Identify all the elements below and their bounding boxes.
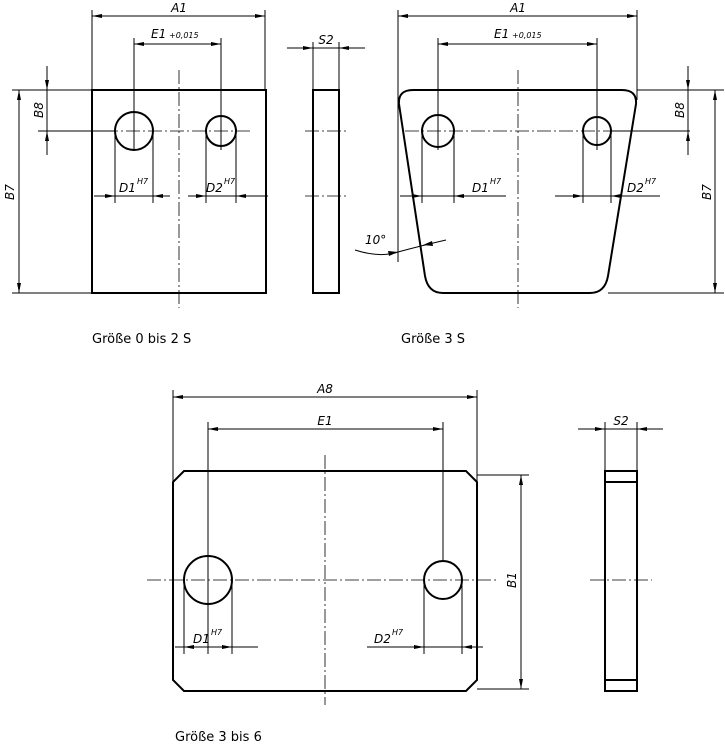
dim-label-b7: B7 xyxy=(700,184,714,200)
caption-size-3-6: Größe 3 bis 6 xyxy=(175,730,262,745)
fit-label: H7 xyxy=(490,177,502,186)
side-outline xyxy=(604,470,638,692)
arrow-head xyxy=(414,645,424,649)
arrow-head xyxy=(173,395,183,399)
fit-label: H7 xyxy=(224,177,236,186)
arrow-head xyxy=(412,194,422,198)
dim-label-d2: D2 xyxy=(206,181,223,195)
arrow-head xyxy=(423,241,433,246)
arrow-head xyxy=(255,14,265,18)
dim-label-angle: 10° xyxy=(365,233,386,247)
arrow-head xyxy=(519,475,523,485)
dim-label-a1: A1 xyxy=(509,1,526,15)
arrow-head xyxy=(713,283,717,293)
arrow-head xyxy=(211,42,221,46)
arrow-head xyxy=(686,80,690,90)
arrow-head xyxy=(184,645,194,649)
arrow-head xyxy=(153,194,163,198)
view-side-small: S2 xyxy=(287,33,365,294)
arrow-head xyxy=(303,46,313,50)
arrow-head xyxy=(17,283,21,293)
caption-size-0-2s: Größe 0 bis 2 S xyxy=(92,332,191,347)
arrow-head xyxy=(713,90,717,100)
view-size-3s: A1 E1 +0,015 B8 B7 D1 xyxy=(354,1,724,347)
fit-label: H7 xyxy=(645,177,657,186)
arrow-head xyxy=(438,42,448,46)
arrow-head xyxy=(637,427,647,431)
arrow-head xyxy=(17,90,21,100)
arrow-head xyxy=(595,427,605,431)
arrow-head xyxy=(45,80,49,90)
arrow-head xyxy=(519,679,523,689)
arrow-head xyxy=(236,194,246,198)
arrow-head xyxy=(467,395,477,399)
arrow-head xyxy=(573,194,583,198)
tolerance-label: +0,015 xyxy=(512,31,542,40)
caption-size-3s: Größe 3 S xyxy=(401,332,465,347)
tolerance-label: +0,015 xyxy=(169,31,199,40)
dim-label-s2: S2 xyxy=(318,33,333,47)
fit-label: H7 xyxy=(137,177,149,186)
dim-label-e1: E1 xyxy=(151,27,166,41)
arrow-head xyxy=(398,14,408,18)
dim-label-b8: B8 xyxy=(673,102,687,118)
dim-label-d1: D1 xyxy=(119,181,136,195)
view-size-0-2s: A1 E1 +0,015 B8 B7 xyxy=(3,1,268,347)
arrow-head xyxy=(196,194,206,198)
arrow-head xyxy=(92,14,102,18)
dim-label-d2: D2 xyxy=(374,632,391,646)
dim-label-d1: D1 xyxy=(472,181,489,195)
dim-label-e1: E1 xyxy=(317,414,332,428)
dim-label-b1: B1 xyxy=(505,572,519,588)
dim-label-d2: D2 xyxy=(627,181,644,195)
arrow-head xyxy=(222,645,232,649)
dim-label-a1: A1 xyxy=(170,1,187,15)
arrow-head xyxy=(45,131,49,141)
view-side-large: S2 xyxy=(578,414,663,692)
dim-label-b8: B8 xyxy=(32,102,46,118)
arrow-head xyxy=(627,14,637,18)
arrow-head xyxy=(462,645,472,649)
fit-label: H7 xyxy=(392,628,404,637)
arrow-head xyxy=(208,427,218,431)
dim-label-d1: D1 xyxy=(193,632,210,646)
arrow-head xyxy=(105,194,115,198)
trapezoid-plate-outline xyxy=(397,89,638,294)
side-outline xyxy=(312,89,340,294)
arrow-head xyxy=(134,42,144,46)
arrow-head xyxy=(433,427,443,431)
view-size-3-6: A8 E1 B1 D1 H7 D2 xyxy=(147,382,529,745)
dim-label-e1: E1 xyxy=(494,27,509,41)
dim-label-a8: A8 xyxy=(316,382,333,396)
dim-label-b7: B7 xyxy=(3,184,17,200)
plate-outline xyxy=(172,470,478,692)
arrow-head xyxy=(587,42,597,46)
fit-label: H7 xyxy=(211,628,223,637)
arrow-head xyxy=(611,194,621,198)
dim-label-s2: S2 xyxy=(613,414,628,428)
arrow-head xyxy=(686,131,690,141)
arrow-head xyxy=(388,251,398,256)
arrow-head xyxy=(339,46,349,50)
arrow-head xyxy=(454,194,464,198)
